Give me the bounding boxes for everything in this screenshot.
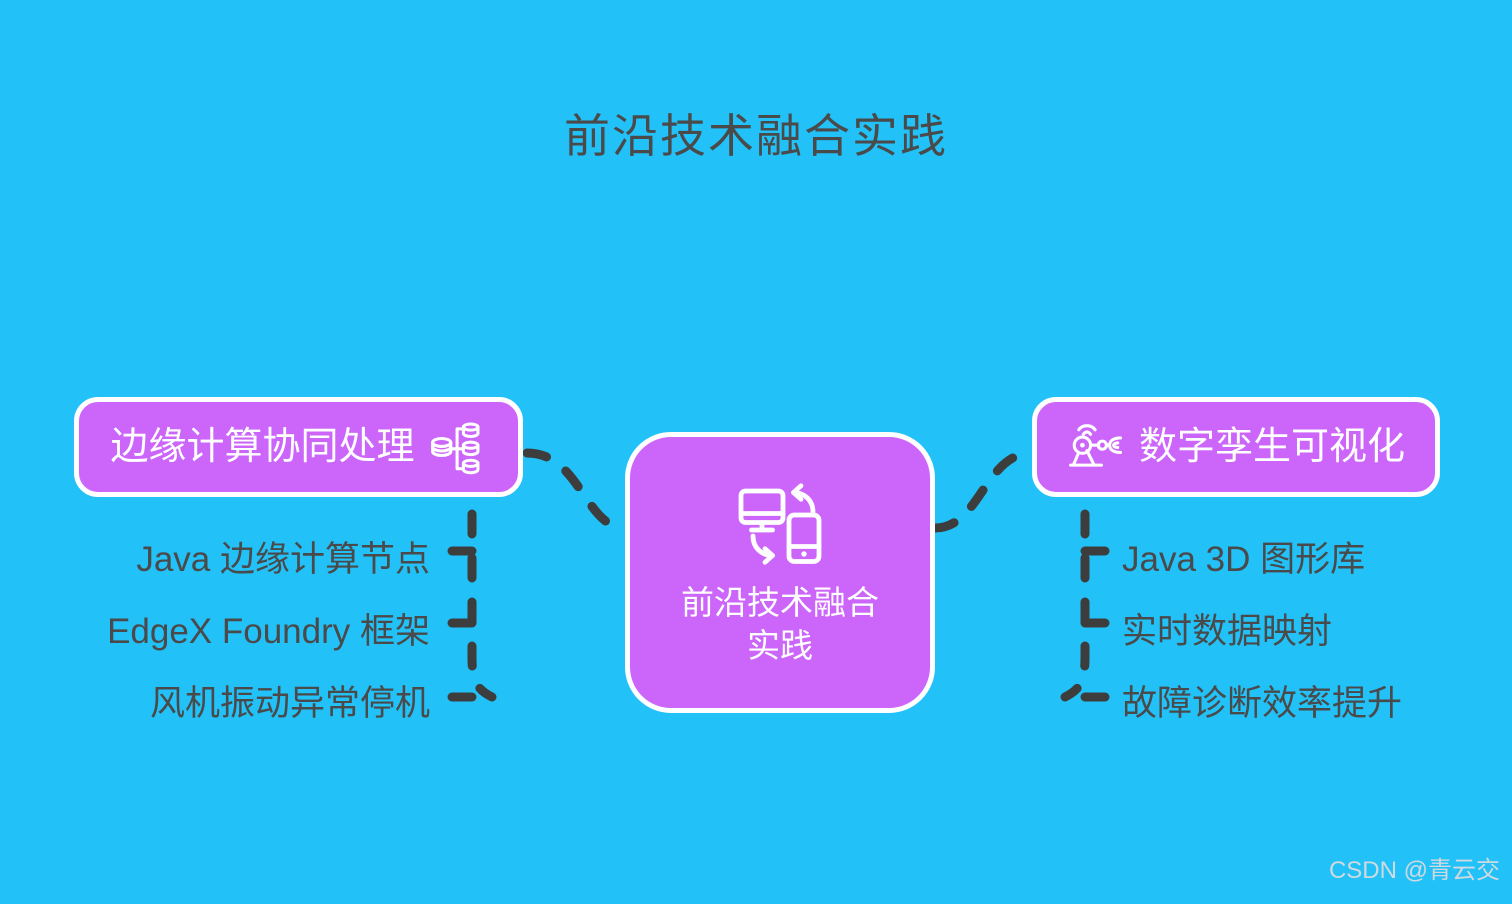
branch-node-left[interactable]: 边缘计算协同处理 — [74, 397, 523, 497]
distributed-database-icon — [430, 422, 479, 475]
branch-node-right[interactable]: 数字孪生可视化 — [1032, 397, 1440, 497]
leaf-item[interactable]: 实时数据映射 — [1122, 612, 1333, 651]
center-node-label: 前沿技术融合实践 — [681, 583, 879, 664]
device-sync-icon — [738, 482, 822, 565]
watermark: CSDN @青云交 — [1328, 857, 1500, 884]
leaf-item[interactable]: 风机振动异常停机 — [149, 684, 430, 723]
leaf-list-right: Java 3D 图形库 实时数据映射 故障诊断效率提升 — [1122, 524, 1512, 740]
branch-node-left-label: 边缘计算协同处理 — [110, 426, 415, 468]
leaf-item[interactable]: Java 3D 图形库 — [1122, 540, 1366, 579]
spine-left — [467, 465, 497, 702]
leaf-list-left: Java 边缘计算节点 EdgeX Foundry 框架 风机振动异常停机 — [40, 524, 430, 740]
leaf-item[interactable]: 故障诊断效率提升 — [1122, 684, 1403, 723]
connector-left-to-center — [522, 448, 630, 533]
leaf-item[interactable]: EdgeX Foundry 框架 — [107, 612, 430, 651]
spine-right — [1060, 465, 1090, 702]
page-title: 前沿技术融合实践 — [564, 110, 948, 162]
branch-node-right-label: 数字孪生可视化 — [1138, 426, 1405, 468]
leaf-item[interactable]: Java 边缘计算节点 — [136, 540, 430, 579]
connector-center-to-right — [930, 448, 1037, 533]
robot-arm-icon — [1069, 424, 1122, 467]
center-node[interactable]: 前沿技术融合实践 — [625, 432, 935, 713]
